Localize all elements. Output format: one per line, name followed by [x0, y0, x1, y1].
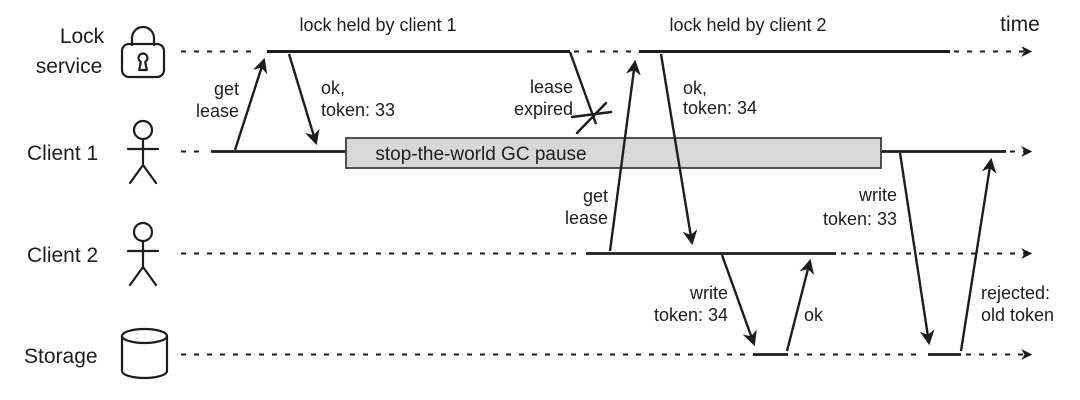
rejected-line2: old token: [981, 305, 1054, 325]
gc-pause-label: stop-the-world GC pause: [375, 144, 586, 165]
arrow-ok-token-33: [287, 53, 320, 146]
row-label-lock-service-line1: Lock: [60, 25, 105, 48]
rejected-label: rejected: old token: [981, 283, 1054, 325]
lock-held-by-client-2-label: lock held by client 2: [669, 15, 826, 35]
write-token-34-line2: token: 34: [654, 305, 728, 325]
lease-expired-line1: lease: [530, 77, 573, 97]
arrow-rejected: [959, 157, 997, 352]
lock-held-by-client-1-label: lock held by client 1: [299, 15, 456, 35]
row-label-lock-service-line2: service: [36, 55, 103, 78]
get-lease-1-line2: lease: [196, 101, 239, 121]
person-icon: [126, 119, 160, 185]
get-lease-1-line1: get: [214, 79, 239, 99]
write-token-34-label: write token: 34: [654, 283, 728, 325]
ok-token-33-label: ok, token: 33: [321, 78, 395, 120]
arrow-get-lease-1: [233, 57, 268, 151]
ok-token-34-line1: ok,: [683, 78, 707, 98]
row-label-client-1: Client 1: [27, 142, 98, 165]
arrow-write-token-34: [720, 254, 757, 347]
person-icon: [126, 221, 160, 287]
lease-expired-line2: expired: [514, 99, 573, 119]
lease-expired-label: lease expired: [514, 77, 573, 119]
get-lease-2-line1: get: [583, 186, 608, 206]
gc-pause-box: stop-the-world GC pause: [345, 137, 882, 169]
row-label-storage: Storage: [24, 345, 98, 368]
arrow-write-token-33: [898, 152, 935, 346]
arrow-get-lease-2: [608, 59, 641, 252]
rejected-line1: rejected:: [981, 283, 1050, 303]
ok-token-34-label: ok, token: 34: [683, 78, 757, 118]
get-lease-2-label: get lease: [565, 186, 608, 228]
arrow-ok-token-34: [659, 53, 698, 246]
write-token-33-label: write token: 33: [823, 185, 897, 229]
get-lease-1-label: get lease: [196, 79, 239, 121]
ok-ack-label: ok: [804, 305, 824, 325]
time-axis-label: time: [1000, 13, 1040, 36]
padlock-icon: [120, 25, 166, 79]
write-token-34-line1: write: [689, 283, 728, 303]
ok-token-33-line2: token: 33: [321, 100, 395, 120]
write-token-33-line2: token: 33: [823, 209, 897, 229]
get-lease-2-line2: lease: [565, 208, 608, 228]
arrow-lease-expired: [568, 51, 613, 135]
database-icon: [120, 327, 169, 380]
ok-token-34-line2: token: 34: [683, 98, 757, 118]
row-label-client-2: Client 2: [27, 244, 98, 267]
ok-token-33-line1: ok,: [321, 78, 345, 98]
arrow-ok-ack: [785, 258, 815, 352]
write-token-33-line1: write: [858, 185, 897, 205]
